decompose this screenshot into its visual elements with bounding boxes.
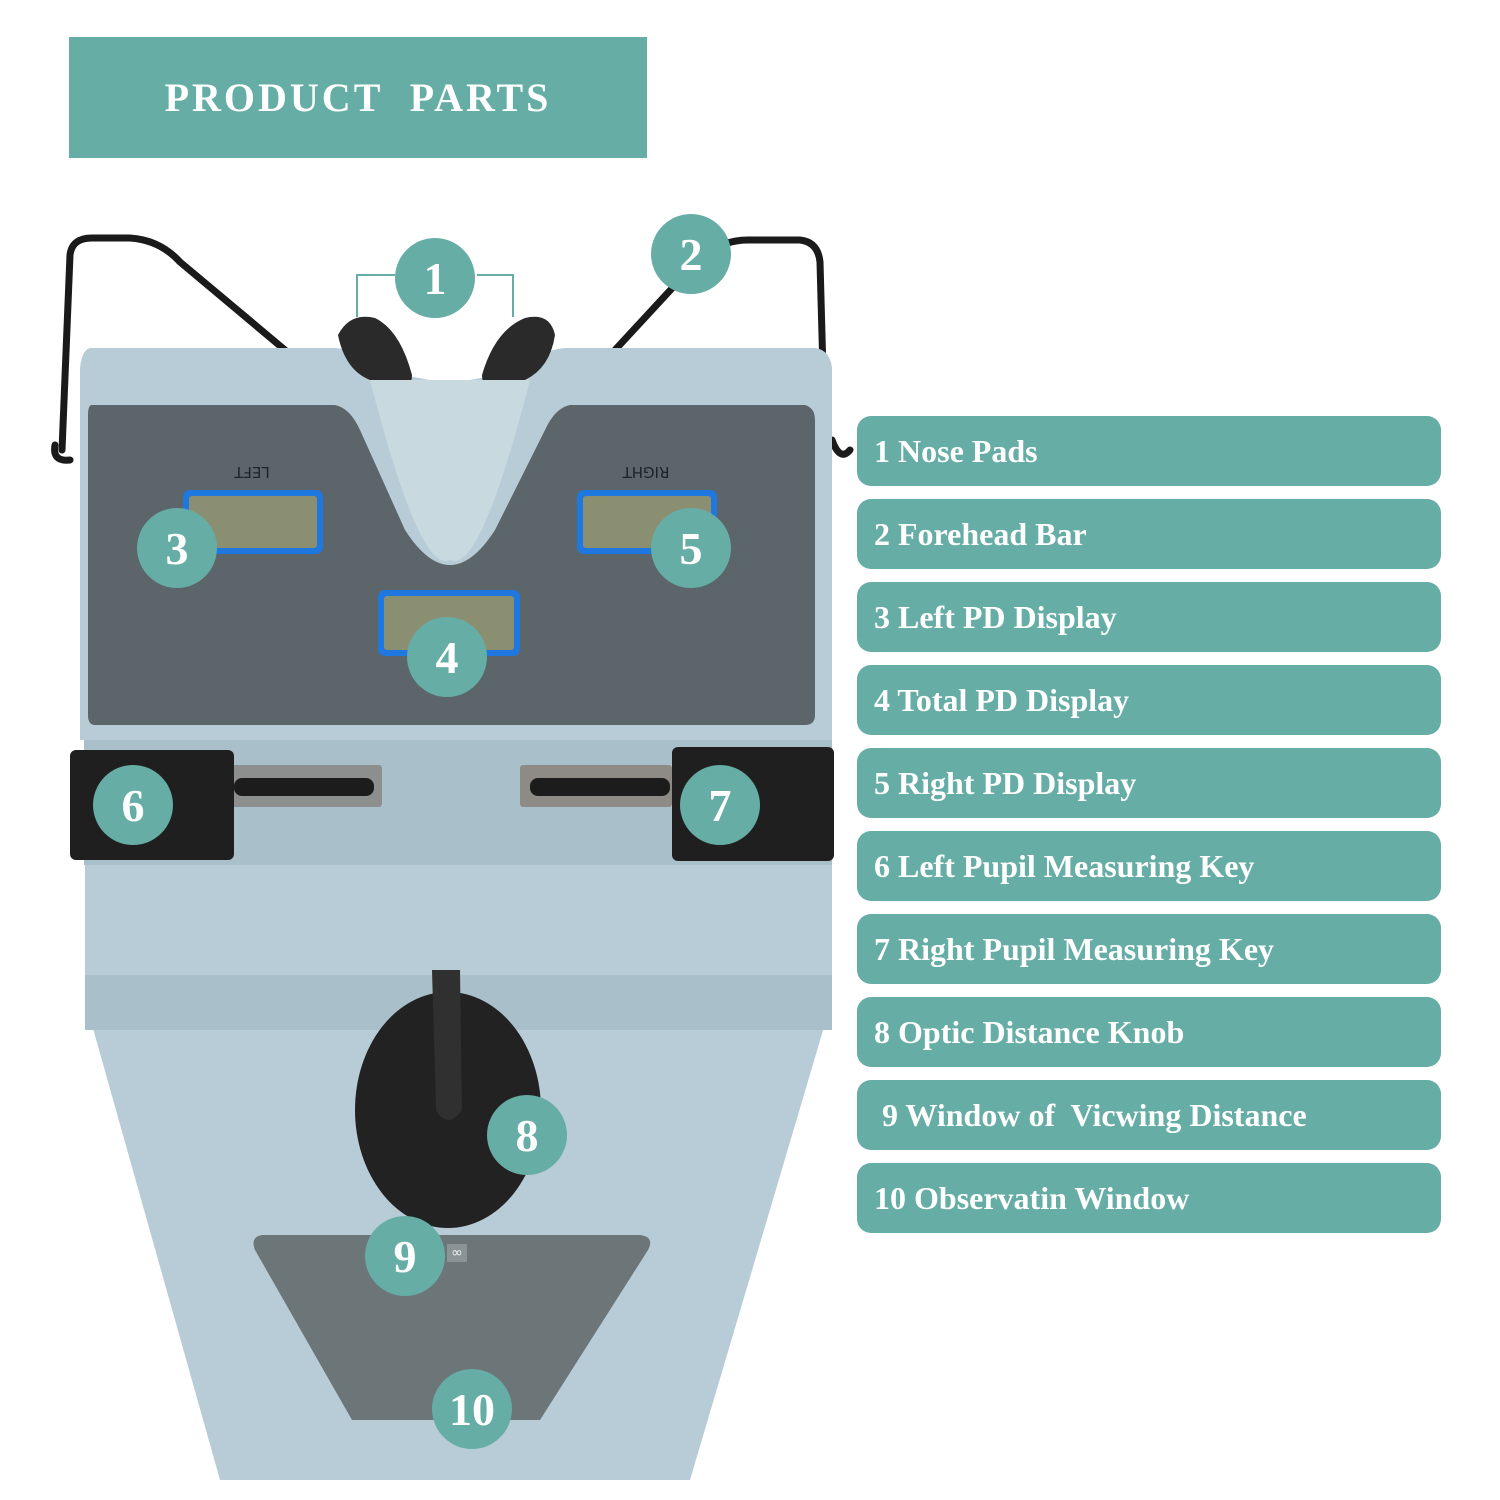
legend-item-observation-window: 10 Observatin Window (857, 1163, 1441, 1233)
left-pd-display (183, 490, 323, 554)
right-label: RIGHT (622, 463, 670, 481)
legend-item-forehead-bar: 2 Forehead Bar (857, 499, 1441, 569)
pupilometer-illustration: LEFT RIGHT (51, 234, 854, 1480)
infinity-mark: ∞ (447, 1244, 467, 1262)
bracket-1 (356, 274, 514, 317)
legend-item-left-pd-display: 3 Left PD Display (857, 582, 1441, 652)
observation-window (253, 1235, 651, 1420)
nose-pads (338, 316, 555, 389)
badge-5: 5 (651, 508, 731, 588)
badge-10: 10 (432, 1369, 512, 1449)
legend-item-total-pd-display: 4 Total PD Display (857, 665, 1441, 735)
page-title: PRODUCT PARTS (164, 75, 552, 120)
badge-7: 7 (680, 765, 760, 845)
left-label: LEFT (233, 463, 269, 481)
title-banner: PRODUCT PARTS (69, 37, 647, 158)
badge-8: 8 (487, 1095, 567, 1175)
legend-item-optic-distance-knob: 8 Optic Distance Knob (857, 997, 1441, 1067)
legend-item-nose-pads: 1 Nose Pads (857, 416, 1441, 486)
legend-item-left-pupil-key: 6 Left Pupil Measuring Key (857, 831, 1441, 901)
badge-3: 3 (137, 508, 217, 588)
legend-item-right-pupil-key: 7 Right Pupil Measuring Key (857, 914, 1441, 984)
badge-2: 2 (651, 214, 731, 294)
badge-9: 9 (365, 1216, 445, 1296)
legend-item-right-pd-display: 5 Right PD Display (857, 748, 1441, 818)
display-panel (88, 405, 815, 725)
badge-4: 4 (407, 617, 487, 697)
parts-legend: 1 Nose Pads 2 Forehead Bar 3 Left PD Dis… (857, 416, 1441, 1246)
legend-item-viewing-distance-window: 9 Window of Vicwing Distance (857, 1080, 1441, 1150)
right-slot (520, 765, 672, 807)
badge-6: 6 (93, 765, 173, 845)
left-slot (230, 765, 382, 807)
badge-1: 1 (395, 238, 475, 318)
